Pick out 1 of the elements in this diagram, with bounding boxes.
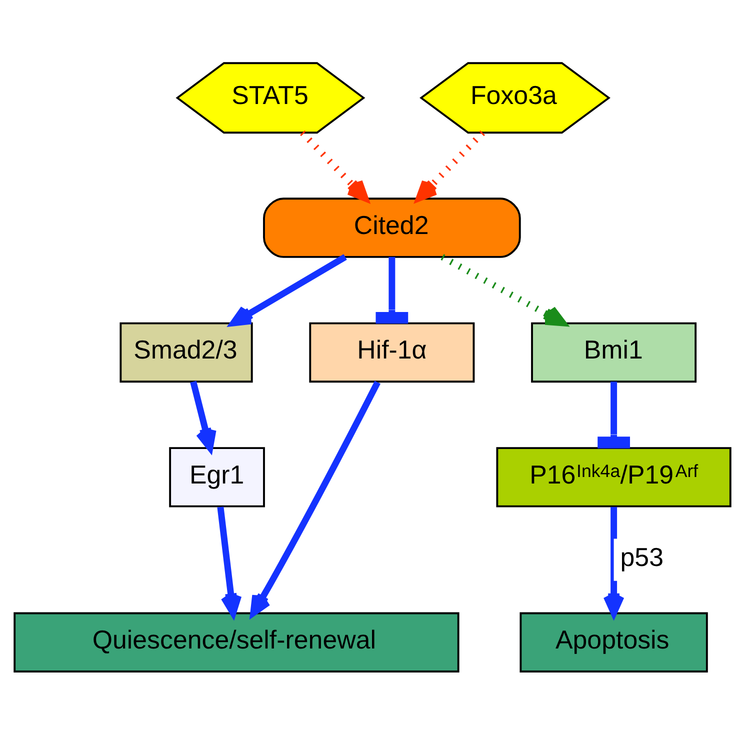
edge-label: p53 xyxy=(620,544,664,572)
